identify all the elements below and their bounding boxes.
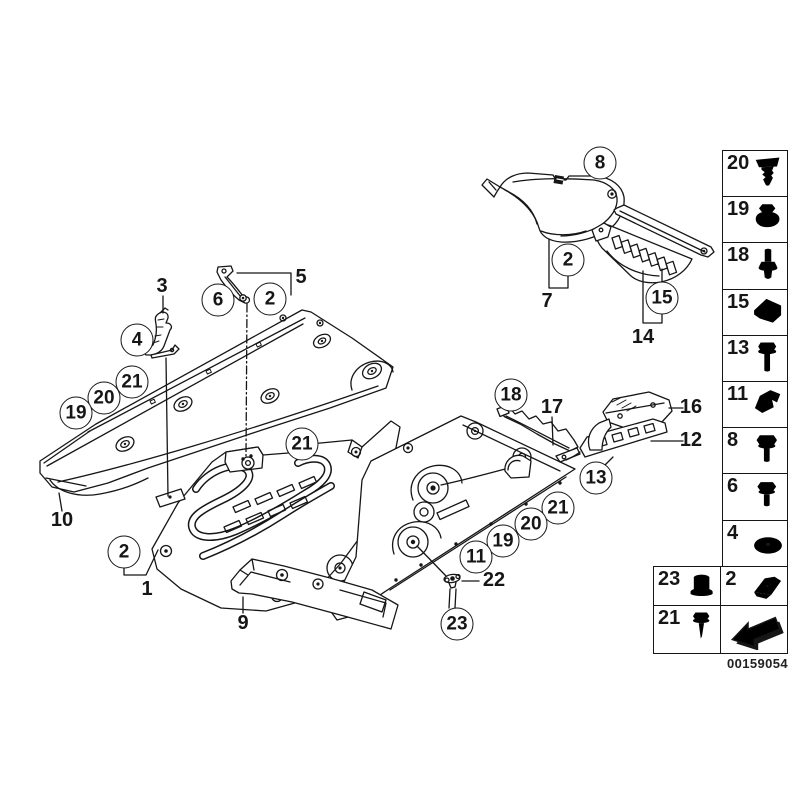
callout-10[interactable]: 10 bbox=[50, 509, 74, 531]
callout-8[interactable]: 8 bbox=[583, 146, 617, 180]
sidebar-item-label: 20 bbox=[727, 152, 750, 174]
sidebar-item-4[interactable]: 4 bbox=[722, 519, 788, 568]
image-number: 00159054 bbox=[726, 656, 788, 671]
callout-23[interactable]: 23 bbox=[440, 607, 474, 641]
sidebar-item-label: 6 bbox=[727, 475, 739, 498]
sidebar-item-label: 15 bbox=[727, 290, 750, 313]
tapping-screw-icon bbox=[693, 612, 710, 640]
callout-7[interactable]: 7 bbox=[541, 290, 553, 312]
callout-21[interactable]: 21 bbox=[115, 365, 149, 399]
long-screw-icon bbox=[758, 342, 777, 372]
leader-lines bbox=[58, 238, 684, 614]
panel-left-underfloor bbox=[39, 309, 394, 496]
sidebar-item-label: 18 bbox=[727, 244, 750, 267]
panel-slatted-14 bbox=[591, 204, 715, 284]
sidebar-item-11[interactable]: 11 bbox=[722, 381, 788, 429]
callout-2[interactable]: 2 bbox=[551, 243, 585, 277]
sidebar-item-20[interactable]: 20 bbox=[722, 150, 788, 198]
panel-center-serpentine bbox=[151, 420, 401, 612]
callout-16[interactable]: 16 bbox=[679, 396, 703, 418]
rail-12 bbox=[555, 418, 668, 463]
callout-1[interactable]: 1 bbox=[141, 578, 153, 600]
callout-2[interactable]: 2 bbox=[253, 282, 287, 316]
sidebar-item-18[interactable]: 18 bbox=[722, 242, 788, 291]
direction-arrow-icon bbox=[731, 617, 785, 651]
nut-22 bbox=[443, 573, 461, 589]
legend-item-23[interactable]: 23 bbox=[653, 566, 722, 607]
strip-serrated-17 bbox=[496, 404, 579, 452]
legend-item-21[interactable]: 21 bbox=[653, 605, 722, 654]
sidebar-item-label: 19 bbox=[727, 198, 750, 221]
callout-2[interactable]: 2 bbox=[107, 535, 141, 569]
callout-4[interactable]: 4 bbox=[120, 323, 154, 357]
legend-item-label: 21 bbox=[658, 607, 681, 630]
callout-13[interactable]: 13 bbox=[579, 461, 613, 495]
legend-item-label: 23 bbox=[658, 568, 681, 590]
callout-19[interactable]: 19 bbox=[59, 396, 93, 430]
bracket-3 bbox=[144, 307, 180, 359]
callout-5[interactable]: 5 bbox=[295, 266, 307, 288]
bracket-5 bbox=[216, 265, 251, 304]
callout-11[interactable]: 11 bbox=[459, 540, 493, 574]
callout-22[interactable]: 22 bbox=[482, 569, 506, 591]
callout-20[interactable]: 20 bbox=[87, 381, 121, 415]
callout-18[interactable]: 18 bbox=[494, 378, 528, 412]
callout-21[interactable]: 21 bbox=[285, 427, 319, 461]
panel-right-underfloor bbox=[326, 415, 576, 621]
panel-strip-9 bbox=[230, 558, 399, 630]
body-washer-nut-icon bbox=[754, 536, 782, 554]
sidebar-item-19[interactable]: 19 bbox=[722, 196, 788, 244]
sidebar-item-label: 8 bbox=[727, 429, 739, 452]
sidebar-item-8[interactable]: 8 bbox=[722, 427, 788, 476]
legend-item-direction[interactable] bbox=[720, 605, 788, 654]
callout-20[interactable]: 20 bbox=[514, 507, 548, 541]
plastic-nut-icon bbox=[755, 204, 780, 228]
expansion-rivet-icon bbox=[755, 157, 780, 186]
callout-6[interactable]: 6 bbox=[201, 283, 235, 317]
speed-clip-icon bbox=[754, 576, 782, 599]
holder-clip-icon bbox=[754, 390, 781, 414]
fastener-sidebar: 20 19 18 15 13 11 8 6 4 bbox=[722, 150, 788, 568]
sidebar-item-15[interactable]: 15 bbox=[722, 288, 788, 337]
sidebar-item-13[interactable]: 13 bbox=[722, 334, 788, 383]
sidebar-item-6[interactable]: 6 bbox=[722, 473, 788, 522]
callout-12[interactable]: 12 bbox=[679, 429, 703, 451]
callout-15[interactable]: 15 bbox=[645, 281, 679, 315]
sidebar-item-label: 11 bbox=[727, 383, 749, 406]
hex-bolt-icon bbox=[756, 435, 777, 463]
callout-17[interactable]: 17 bbox=[540, 396, 564, 418]
callout-9[interactable]: 9 bbox=[237, 612, 249, 634]
legend-item-2[interactable]: 2 bbox=[720, 566, 788, 607]
legend-item-label: 2 bbox=[725, 568, 737, 590]
callout-3[interactable]: 3 bbox=[156, 275, 168, 297]
hex-bolt-small-icon bbox=[757, 482, 777, 507]
flange-nut-icon bbox=[690, 574, 713, 597]
blind-rivet-icon bbox=[758, 249, 778, 280]
callout-14[interactable]: 14 bbox=[631, 326, 655, 348]
sidebar-item-label: 4 bbox=[727, 521, 739, 544]
speed-nut-clip-icon bbox=[754, 298, 782, 323]
sidebar-item-label: 13 bbox=[727, 336, 750, 359]
